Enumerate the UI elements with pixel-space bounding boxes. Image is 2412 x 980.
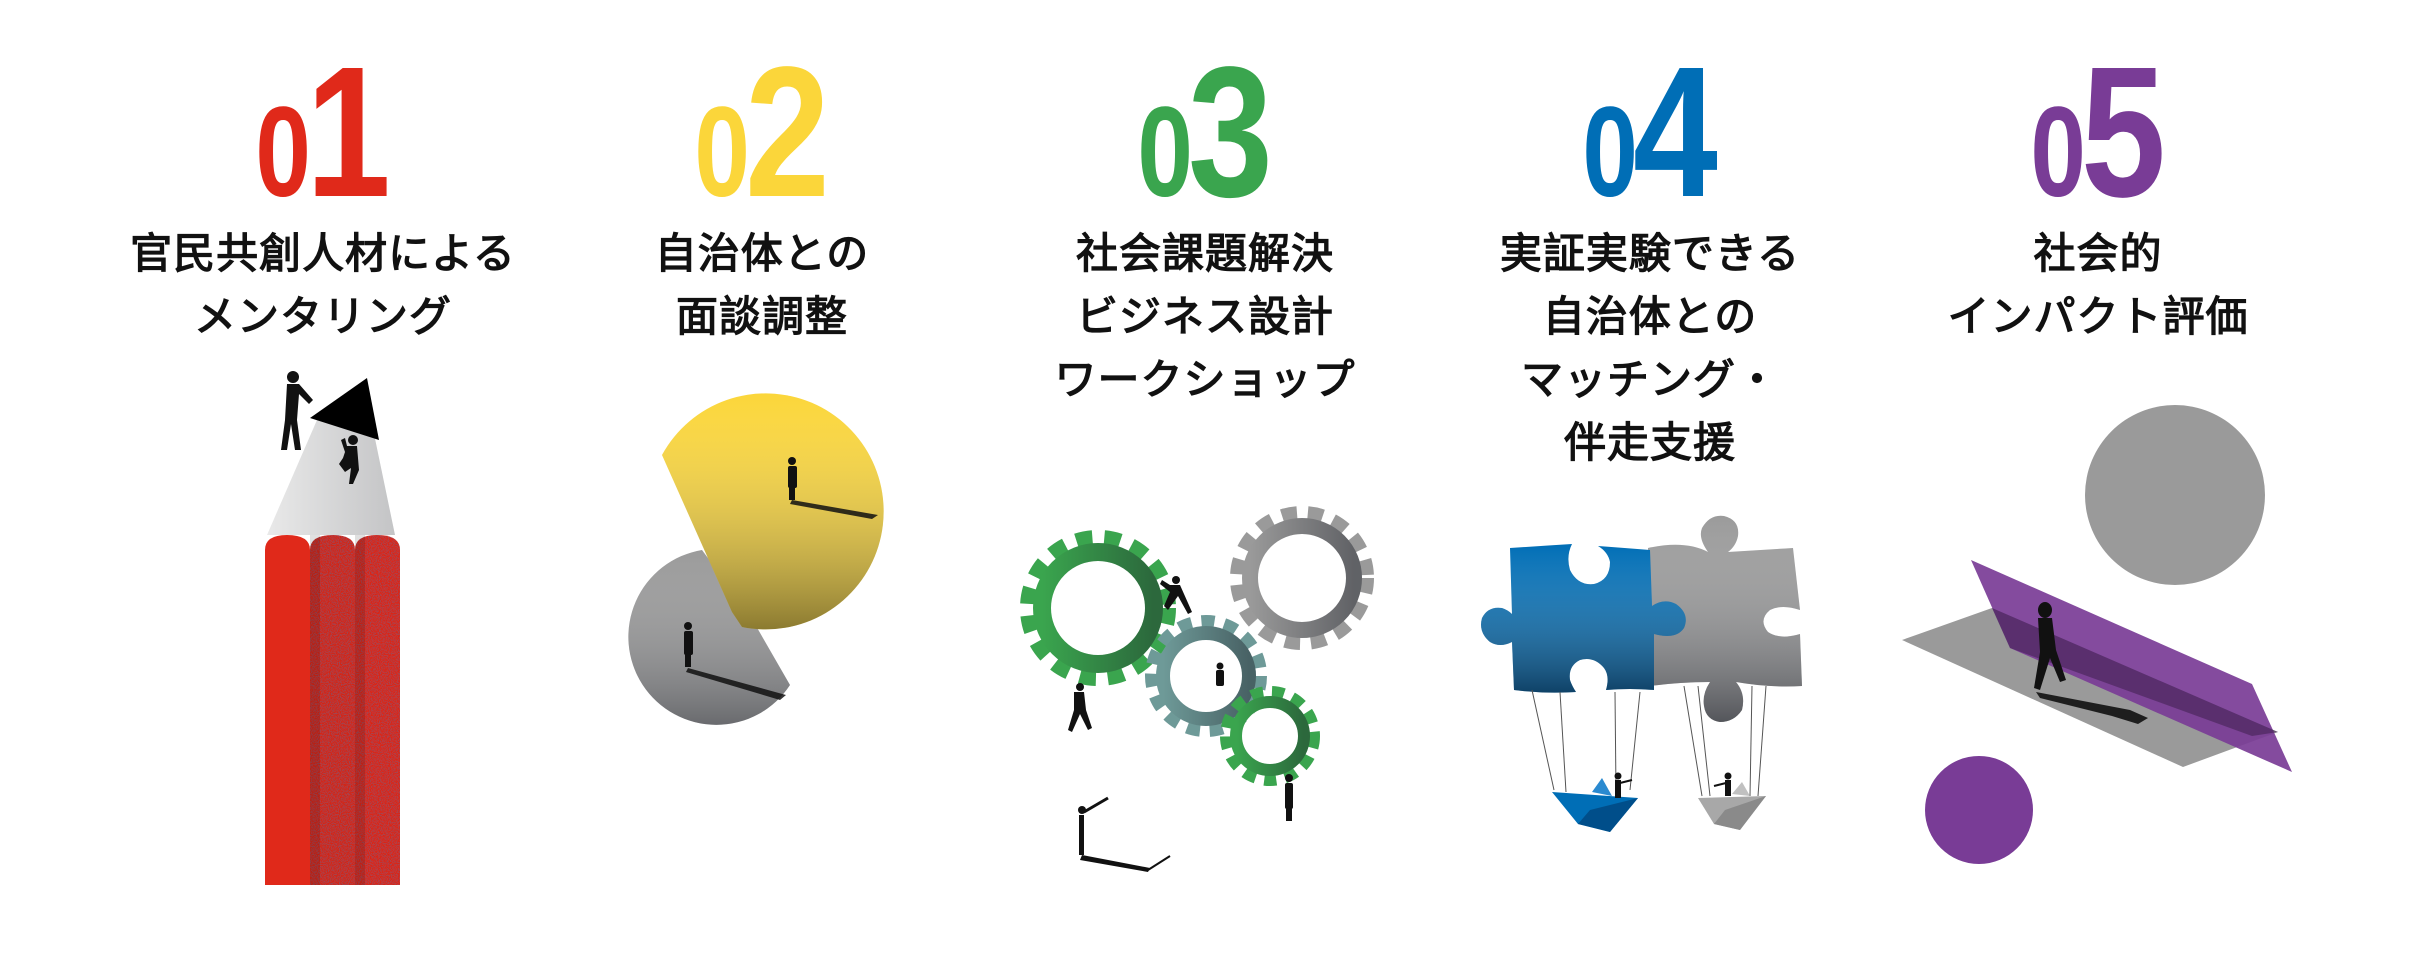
gears-teamwork-icon xyxy=(1020,506,1374,872)
step-title-line: マッチング・ xyxy=(1520,355,1779,404)
step-title-line: 官民共創人材による xyxy=(130,229,516,278)
step-number: 02 xyxy=(542,40,982,226)
step-title-line: 面談調整 xyxy=(675,292,848,341)
step-title-line: 社会課題解決 xyxy=(1075,229,1334,278)
step-number-prefix: 0 xyxy=(694,81,750,224)
step-number: 03 xyxy=(985,40,1425,226)
puzzle-balloons-icon xyxy=(1481,515,1802,832)
step-number-digit: 1 xyxy=(305,29,391,236)
step-number: 01 xyxy=(103,40,543,226)
step-title-line: 自治体との xyxy=(654,229,870,278)
step-title-line: 自治体との xyxy=(1542,292,1758,341)
step-title-line: ワークショップ xyxy=(1054,355,1356,404)
step-number-digit: 2 xyxy=(744,29,830,236)
step-title-line: インパクト評価 xyxy=(1947,292,2249,341)
step-number: 04 xyxy=(1430,40,1870,226)
step-number-digit: 5 xyxy=(2080,29,2166,236)
step-title-line: ビジネス設計 xyxy=(1075,292,1334,341)
step-title-line: 伴走支援 xyxy=(1563,418,1736,467)
step-number-digit: 4 xyxy=(1632,29,1718,236)
step-number-prefix: 0 xyxy=(255,81,311,224)
step-title: 社会課題解決 ビジネス設計 ワークショップ xyxy=(985,222,1425,411)
pencil-climbers-icon xyxy=(265,371,400,885)
step-number-prefix: 0 xyxy=(1582,81,1638,224)
step-number-prefix: 0 xyxy=(2030,81,2086,224)
two-circles-people-icon xyxy=(628,393,884,725)
step-title: 官民共創人材による メンタリング xyxy=(103,222,543,348)
step-title-line: メンタリング xyxy=(193,292,452,341)
geometric-walker-icon xyxy=(1902,405,2292,864)
step-title: 実証実験できる 自治体との マッチング・ 伴走支援 xyxy=(1430,222,1870,474)
step-title: 社会的 インパクト評価 xyxy=(1878,222,2318,348)
step-number-prefix: 0 xyxy=(1137,81,1193,224)
step-title-line: 実証実験できる xyxy=(1499,229,1801,278)
step-title-line: 社会的 xyxy=(2033,229,2163,278)
step-number: 05 xyxy=(1878,40,2318,226)
step-title: 自治体との 面談調整 xyxy=(542,222,982,348)
step-number-digit: 3 xyxy=(1187,29,1273,236)
